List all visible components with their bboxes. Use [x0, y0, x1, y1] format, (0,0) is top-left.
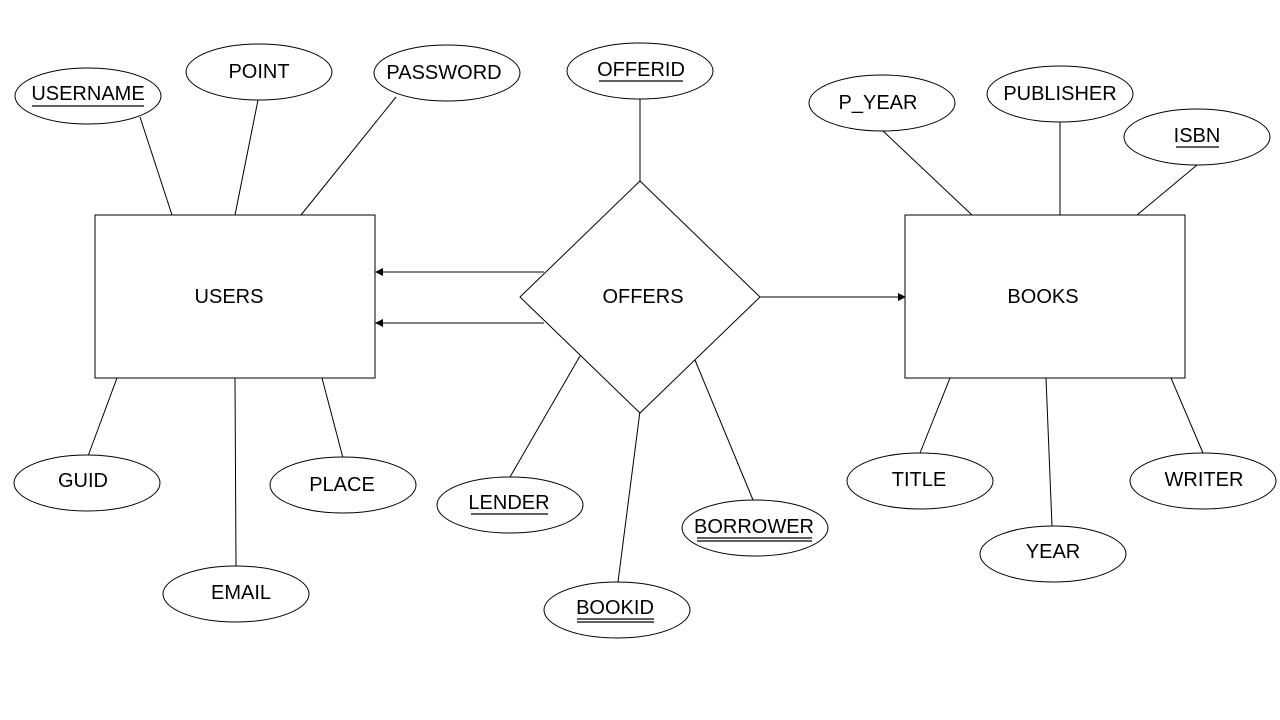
attribute-year-label: YEAR — [1026, 541, 1080, 563]
attribute-place-ellipse — [269, 456, 417, 514]
attribute-username-ellipse — [14, 67, 162, 125]
attribute-point-ellipse — [185, 43, 333, 101]
attribute-p-year-ellipse — [808, 74, 956, 132]
attribute-email-label: EMAIL — [211, 582, 271, 604]
edge-users-guid — [87, 377, 118, 457]
edge-books-title — [919, 377, 951, 454]
edge-users-place — [321, 377, 344, 459]
attribute-writer-ellipse — [1129, 452, 1277, 510]
attribute-guid-label: GUID — [58, 470, 108, 492]
edge-users-email — [234, 377, 237, 567]
attribute-lender-label: LENDER — [468, 492, 549, 514]
entity-users-box — [94, 214, 376, 379]
edge-offers-bookid — [617, 410, 641, 583]
attribute-password: PASSWORD — [373, 44, 521, 102]
attribute-point-label: POINT — [228, 61, 289, 83]
relationship-offers: OFFERS — [519, 180, 761, 414]
entity-users: USERS — [94, 214, 376, 379]
attribute-place-label: PLACE — [309, 474, 375, 496]
attribute-username: USERNAME — [14, 67, 162, 125]
attribute-password-label: PASSWORD — [386, 62, 501, 84]
attribute-email-ellipse — [162, 565, 310, 623]
attribute-bookid-label: BOOKID — [576, 597, 654, 619]
attribute-title: TITLE — [846, 452, 994, 510]
attribute-publisher: PUBLISHER — [986, 65, 1134, 123]
edge-users-password — [300, 96, 397, 216]
attribute-lender: LENDER — [436, 476, 584, 534]
attribute-email: EMAIL — [162, 565, 310, 623]
attribute-p-year-label: P_YEAR — [839, 92, 918, 114]
entity-books: BOOKS — [904, 214, 1186, 379]
attribute-bookid-ellipse — [543, 581, 691, 639]
edge-offers-borrower — [694, 359, 754, 501]
relationship-offers-label: OFFERS — [602, 286, 683, 308]
attribute-offerid-label: OFFERID — [597, 59, 685, 81]
attribute-isbn: ISBN — [1123, 108, 1271, 166]
relationship-offers-diamond — [519, 180, 761, 414]
attribute-isbn-label: ISBN — [1174, 125, 1221, 147]
attribute-guid-ellipse — [13, 454, 161, 512]
attribute-username-label: USERNAME — [31, 83, 144, 105]
attribute-year: YEAR — [979, 525, 1127, 583]
attribute-point: POINT — [185, 43, 333, 101]
edge-books-isbn — [1136, 164, 1198, 216]
attribute-offerid: OFFERID — [566, 42, 714, 100]
attribute-writer: WRITER — [1129, 452, 1277, 510]
attribute-guid: GUID — [13, 454, 161, 512]
attribute-publisher-label: PUBLISHER — [1003, 83, 1116, 105]
attribute-p-year: P_YEAR — [808, 74, 956, 132]
attribute-borrower: BORROWER — [681, 499, 829, 557]
attribute-password-ellipse — [373, 44, 521, 102]
attribute-offerid-ellipse — [566, 42, 714, 100]
entity-users-label: USERS — [195, 286, 264, 308]
entity-books-label: BOOKS — [1007, 286, 1078, 308]
connector-lines — [87, 96, 1204, 583]
edge-users-username — [139, 116, 173, 216]
edge-books-p-year — [882, 130, 973, 216]
attribute-title-ellipse — [846, 452, 994, 510]
edge-books-year — [1045, 377, 1053, 527]
attribute-place: PLACE — [269, 456, 417, 514]
edge-books-writer — [1170, 377, 1204, 454]
attribute-bookid: BOOKID — [543, 581, 691, 639]
attribute-publisher-ellipse — [986, 65, 1134, 123]
attribute-writer-label: WRITER — [1165, 469, 1244, 491]
attribute-borrower-ellipse — [681, 499, 829, 557]
attribute-isbn-ellipse — [1123, 108, 1271, 166]
entity-books-box — [904, 214, 1186, 379]
attribute-lender-ellipse — [436, 476, 584, 534]
attribute-borrower-label: BORROWER — [694, 516, 814, 538]
attribute-title-label: TITLE — [892, 469, 946, 491]
edge-offers-lender — [509, 355, 581, 478]
edge-users-point — [234, 99, 259, 216]
attribute-year-ellipse — [979, 525, 1127, 583]
